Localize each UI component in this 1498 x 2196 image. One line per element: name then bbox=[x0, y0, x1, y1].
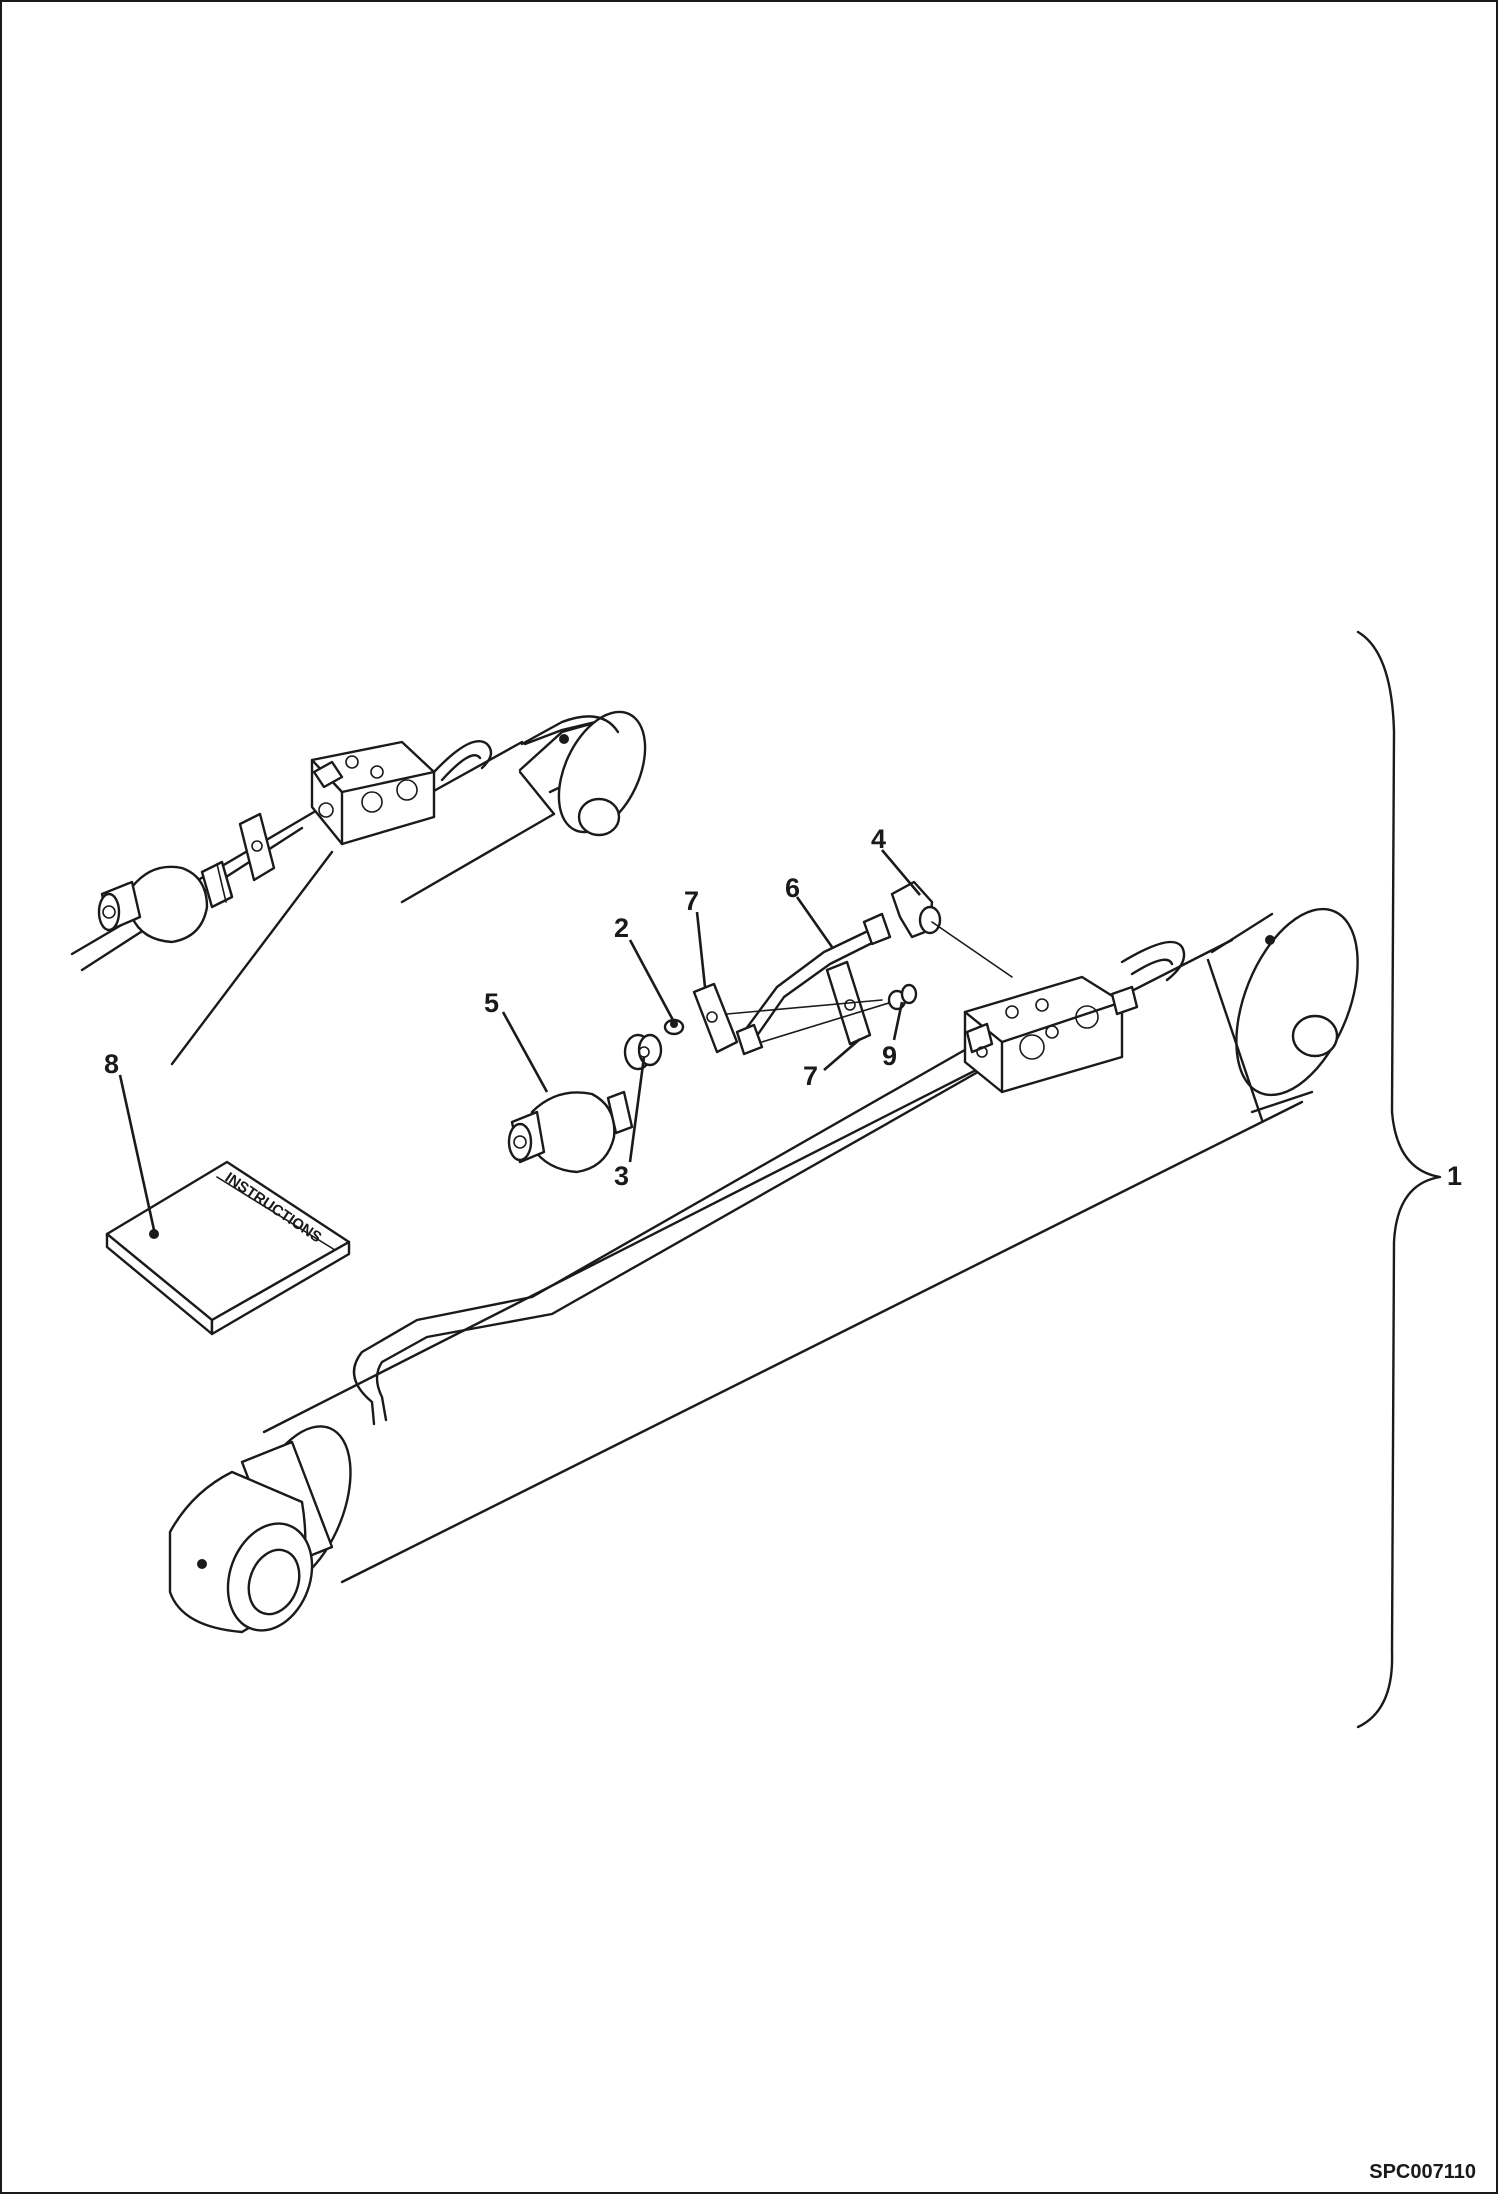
callout-3: 3 bbox=[614, 1161, 629, 1191]
assembled-cylinder-detail bbox=[70, 710, 647, 1066]
callout-6: 6 bbox=[785, 873, 800, 903]
main-cylinder bbox=[168, 907, 1359, 1634]
barrel-bottom-edge bbox=[340, 1100, 1304, 1584]
barrel-port-hole bbox=[1291, 1014, 1339, 1058]
accumulator-upper bbox=[130, 865, 209, 944]
callout-2: 2 bbox=[614, 913, 629, 943]
figure-reference-code: SPC007110 bbox=[1369, 2161, 1476, 2183]
hose-clamp-half-upper bbox=[692, 982, 739, 1054]
valve-block-lower bbox=[963, 975, 1124, 1094]
exploded-parts bbox=[507, 880, 1013, 1174]
accumulator bbox=[530, 1091, 616, 1174]
callout-numbers: 1 2 3 4 5 6 7 7 8 9 bbox=[104, 824, 1462, 1191]
tube-assembly bbox=[738, 928, 872, 1039]
assembly-brace bbox=[1356, 630, 1442, 1729]
callout-7-upper: 7 bbox=[684, 886, 699, 916]
cylinder-eye-upper bbox=[577, 797, 621, 837]
hydraulic-line bbox=[352, 1045, 972, 1426]
clamp-upper bbox=[238, 812, 276, 882]
callout-7-lower: 7 bbox=[803, 1061, 818, 1091]
callout-4: 4 bbox=[871, 824, 886, 854]
barrel-right-end-cap bbox=[1235, 907, 1359, 1097]
callout-1: 1 bbox=[1447, 1161, 1462, 1191]
cylinder-tube-edge-upper bbox=[170, 850, 334, 1066]
cylinder-end-cap-upper bbox=[557, 710, 647, 834]
callout-5: 5 bbox=[484, 988, 499, 1018]
clevis-eye-hole bbox=[247, 1548, 301, 1616]
leader-lines bbox=[118, 630, 1442, 1729]
callout-8: 8 bbox=[104, 1049, 119, 1079]
instruction-booklet: INSTRUCTIONS bbox=[105, 1160, 351, 1336]
callout-9: 9 bbox=[882, 1041, 897, 1071]
